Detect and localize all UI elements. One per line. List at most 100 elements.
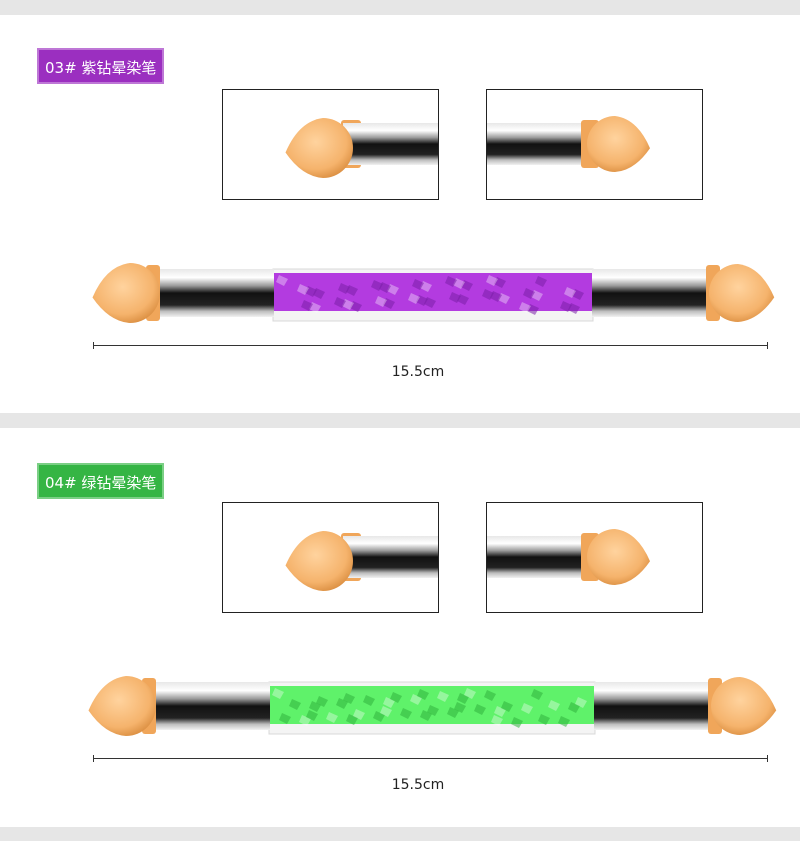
- crystal-facet-icon: [353, 709, 365, 720]
- sponge-tip-closeup-icon: [487, 116, 650, 172]
- sponge-tip-icon: [587, 529, 650, 585]
- sponge-tip-icon: [711, 677, 777, 735]
- dimension-tick-right: [767, 755, 768, 762]
- product-tag-label: 04# 绿钻晕染笔: [45, 474, 157, 492]
- crystal-facet-icon: [558, 716, 570, 727]
- crystal-facet-icon: [363, 695, 375, 706]
- sponge-tip-closeup-icon: [285, 118, 438, 178]
- crystal-facet-icon: [484, 690, 496, 701]
- crystal-facet-icon: [523, 288, 535, 299]
- metal-ferrule-icon: [343, 123, 438, 165]
- length-dimension-line: [93, 345, 768, 346]
- product-panel-04: 04# 绿钻晕染笔 15.5cm: [0, 428, 800, 827]
- ombre-brush-icon: [88, 676, 777, 736]
- crystal-facet-icon: [519, 302, 531, 313]
- brush-image: [88, 260, 778, 330]
- zoom-detail-right: [486, 89, 703, 200]
- crystal-facet-icon: [486, 275, 498, 286]
- crystal-facet-icon: [343, 693, 355, 704]
- length-dimension-line: [93, 758, 768, 759]
- metal-ferrule-icon: [152, 682, 270, 730]
- sponge-tip-icon: [587, 116, 650, 172]
- zoom-detail-right: [486, 502, 703, 613]
- crystal-facet-icon: [289, 699, 301, 710]
- crystal-facet-icon: [279, 713, 291, 724]
- product-tag: 03# 紫钻晕染笔: [37, 48, 165, 84]
- product-tag-label: 03# 紫钻晕染笔: [45, 59, 157, 77]
- crystal-facet-icon: [412, 279, 424, 290]
- length-label: 15.5cm: [391, 777, 445, 793]
- crystal-facet-icon: [527, 304, 539, 315]
- crystal-facet-icon: [449, 292, 461, 303]
- dimension-tick-left: [93, 342, 94, 349]
- crystal-facet-icon: [305, 286, 317, 297]
- crystal-facet-icon: [416, 295, 428, 306]
- crystal-facet-icon: [338, 283, 350, 294]
- crystal-facet-icon: [560, 301, 572, 312]
- crystal-facet-icon: [464, 688, 476, 699]
- crystal-facet-icon: [346, 714, 358, 725]
- crystal-facet-icon: [383, 298, 395, 309]
- product-tag: 04# 绿钻晕染笔: [37, 463, 165, 499]
- zoom-detail-left: [222, 89, 439, 200]
- crystal-facet-icon: [390, 692, 402, 703]
- crystal-facet-icon: [461, 280, 473, 291]
- dimension-tick-left: [93, 755, 94, 762]
- crystal-facet-icon: [371, 280, 383, 291]
- brush-image: [84, 673, 780, 743]
- crystal-facet-icon: [548, 700, 560, 711]
- ombre-brush-icon: [92, 263, 775, 323]
- crystal-facet-icon: [326, 712, 338, 723]
- length-label: 15.5cm: [391, 364, 445, 380]
- crystal-facet-icon: [297, 284, 309, 295]
- crystal-facet-icon: [572, 289, 584, 300]
- crystal-facet-icon: [375, 296, 387, 307]
- crystal-facet-icon: [272, 688, 284, 699]
- crystal-facet-icon: [568, 702, 580, 713]
- metal-ferrule-icon: [343, 536, 438, 578]
- crystal-facet-icon: [276, 275, 288, 286]
- crystal-facet-icon: [316, 696, 328, 707]
- sponge-tip-icon: [92, 263, 160, 323]
- crystal-facet-icon: [501, 701, 513, 712]
- crystal-facet-icon: [400, 708, 412, 719]
- crystal-facet-icon: [457, 693, 469, 704]
- crystal-facet-icon: [427, 705, 439, 716]
- dimension-tick-right: [767, 342, 768, 349]
- crystal-facet-icon: [474, 704, 486, 715]
- crystal-facet-icon: [564, 287, 576, 298]
- crystal-facet-icon: [491, 715, 503, 726]
- sponge-tip-icon: [285, 118, 353, 178]
- sponge-tip-icon: [285, 531, 353, 591]
- crystal-facet-icon: [454, 702, 466, 713]
- crystal-facet-icon: [521, 703, 533, 714]
- crystal-facet-icon: [445, 276, 457, 287]
- crystal-facet-icon: [301, 300, 313, 311]
- crystal-facet-icon: [306, 710, 318, 721]
- sponge-tip-closeup-icon: [487, 529, 650, 585]
- metal-ferrule-icon: [487, 123, 583, 165]
- crystal-facet-icon: [535, 276, 547, 287]
- crystal-facet-icon: [417, 689, 429, 700]
- crystal-facet-icon: [482, 289, 494, 300]
- metal-ferrule-icon: [156, 269, 274, 317]
- sponge-tip-icon: [709, 264, 775, 322]
- metal-ferrule-icon: [594, 682, 712, 730]
- sponge-tip-icon: [88, 676, 156, 736]
- crystal-facet-icon: [538, 714, 550, 725]
- metal-ferrule-icon: [592, 269, 710, 317]
- crystal-facet-icon: [531, 689, 543, 700]
- crystal-facet-icon: [350, 301, 362, 312]
- crystal-facet-icon: [373, 711, 385, 722]
- crystal-facet-icon: [334, 297, 346, 308]
- product-panel-03: 03# 紫钻晕染笔 15.5cm: [0, 15, 800, 413]
- sponge-tip-closeup-icon: [285, 531, 438, 591]
- metal-ferrule-icon: [487, 536, 583, 578]
- crystal-facet-icon: [437, 691, 449, 702]
- crystal-facet-icon: [511, 717, 523, 728]
- crystal-facet-icon: [575, 697, 587, 708]
- crystal-facet-icon: [494, 277, 506, 288]
- crystal-facet-icon: [380, 706, 392, 717]
- crystal-facet-icon: [408, 293, 420, 304]
- zoom-detail-left: [222, 502, 439, 613]
